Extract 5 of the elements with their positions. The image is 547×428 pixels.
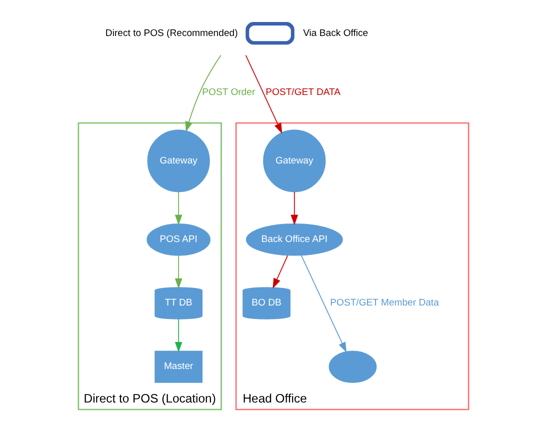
edge-label: POST/GET Member Data bbox=[330, 298, 439, 309]
node-label: Via Back Office bbox=[303, 28, 368, 39]
node-label: Direct to POS (Recommended) bbox=[105, 28, 238, 39]
edge-label: POST/GET DATA bbox=[266, 86, 341, 98]
edge-label: POST Order bbox=[202, 86, 256, 98]
